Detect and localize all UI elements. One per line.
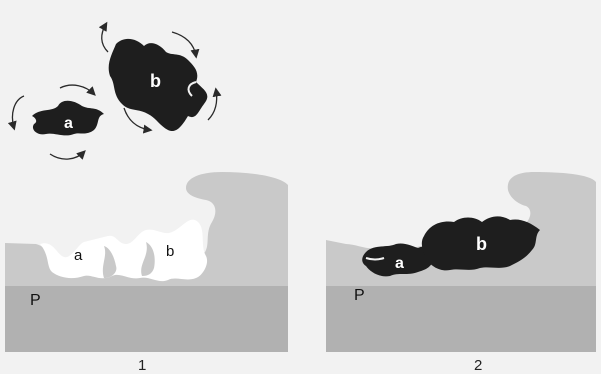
fragment-a-bound-notch	[365, 257, 385, 261]
panel-number-2: 2	[474, 357, 482, 374]
rotation-arrow-icon	[171, 31, 200, 59]
fragment-b-free	[108, 38, 208, 132]
protein-lower-layer-1	[5, 286, 288, 352]
site-label-a: a	[74, 247, 83, 264]
rotation-arrow-icon	[98, 21, 109, 53]
rotation-arrow-icon	[7, 95, 25, 131]
rotation-arrow-icon	[49, 150, 86, 160]
binding-pocket	[40, 219, 208, 282]
fragment-a-free	[32, 100, 104, 136]
fragment-b-bound	[421, 216, 540, 271]
fragment-a-bound-label: a	[395, 255, 404, 272]
fragment-b-free-label: b	[150, 71, 161, 91]
protein-label-2: P	[354, 287, 365, 304]
rotation-arrow-icon	[7, 21, 222, 160]
fragment-b-bound-label: b	[476, 234, 487, 254]
protein-label-1: P	[30, 292, 41, 309]
pocket-ridge-left	[102, 246, 117, 278]
rotation-arrow-icon	[207, 87, 222, 121]
pocket-ridge-right	[141, 242, 155, 276]
fragment-a-free-label: a	[64, 115, 73, 132]
rotation-arrow-icon	[59, 84, 96, 96]
protein-lower-layer-2	[326, 286, 596, 352]
site-label-b: b	[166, 243, 174, 260]
panel-1	[5, 21, 288, 352]
fragment-a-bound	[362, 243, 434, 277]
fragment-b-notch	[187, 81, 197, 97]
panel-number-1: 1	[138, 357, 146, 374]
rotation-arrow-icon	[123, 107, 153, 134]
panel-2	[326, 172, 596, 352]
